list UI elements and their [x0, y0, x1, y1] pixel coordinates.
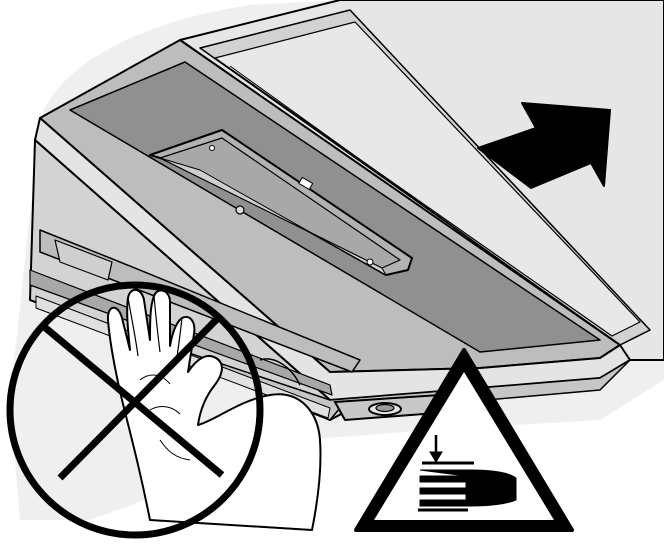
illustration-canvas [0, 0, 664, 554]
range-hood-illustration [0, 0, 664, 554]
